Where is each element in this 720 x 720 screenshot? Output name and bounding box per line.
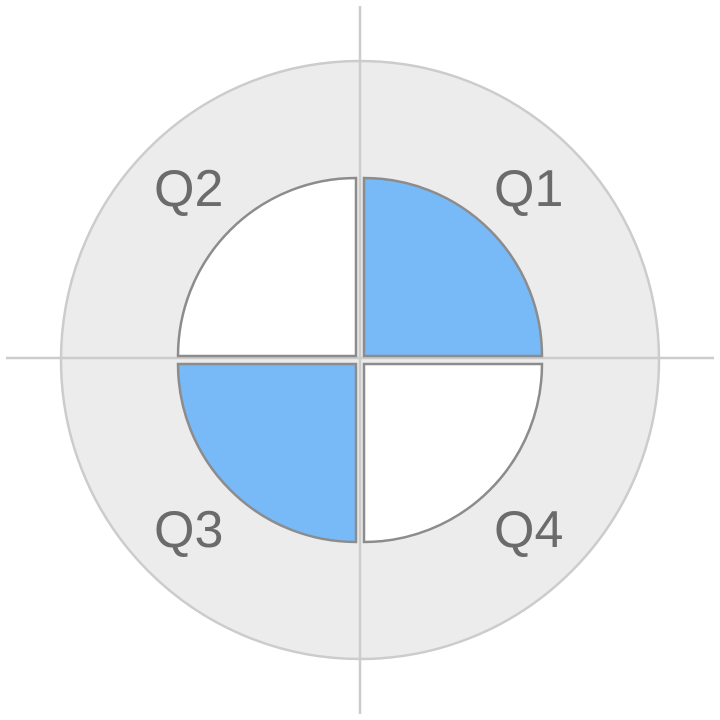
label-q4: Q4	[494, 501, 564, 559]
sector-q3	[176, 362, 358, 544]
sector-q1	[362, 176, 544, 358]
label-q1: Q1	[494, 160, 564, 218]
sector-q2	[176, 176, 358, 358]
label-q2: Q2	[154, 160, 224, 218]
sector-q4	[362, 362, 544, 544]
label-q3: Q3	[154, 501, 224, 559]
